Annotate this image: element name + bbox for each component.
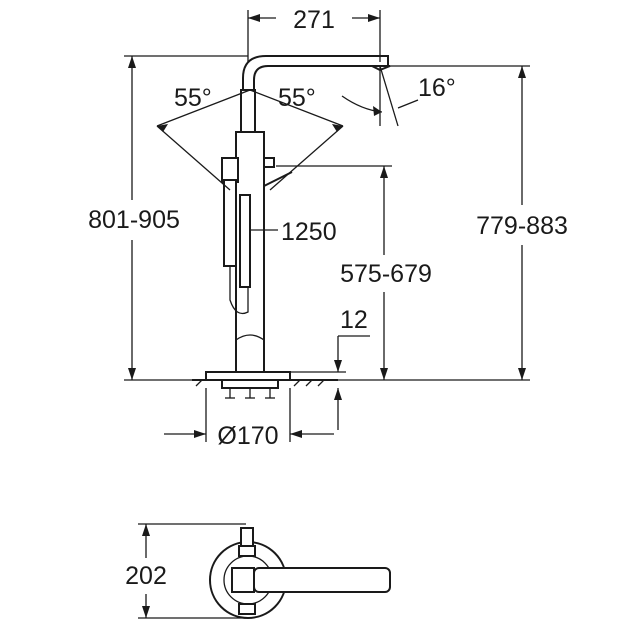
base-diameter-label: Ø170: [217, 422, 278, 450]
swivel-right-label: 55°: [278, 84, 316, 112]
hose-length-label: 1250: [281, 218, 337, 246]
lever-handle: [263, 157, 275, 168]
hand-shower-grip: [239, 194, 251, 288]
spout-outlet: [371, 65, 391, 72]
plan-button: [238, 545, 256, 557]
spout-arm: [242, 55, 389, 92]
plan-spout: [253, 567, 391, 593]
dimension-labels: 271 55° 55° 16° 801-905 779-883 1250 575…: [88, 6, 568, 590]
faucet-plan-view: [138, 523, 391, 619]
reach-label: 271: [293, 6, 335, 34]
base-flange: [221, 379, 279, 389]
shower-hose: [229, 266, 249, 315]
outlet-height-label: 575-679: [340, 260, 432, 288]
upper-column: [240, 89, 256, 136]
hand-shower: [223, 179, 237, 267]
plan-button-2: [238, 603, 256, 615]
plan-lever: [231, 567, 255, 593]
swivel-left-label: 55°: [174, 84, 212, 112]
spout-angle-label: 16°: [418, 74, 456, 102]
column-base: [235, 334, 265, 341]
swivel-lines: [156, 65, 419, 191]
shower-holder: [221, 157, 239, 183]
faucet-elevation: [192, 55, 391, 399]
base-plate: [205, 371, 291, 381]
floor-offset-label: 12: [340, 306, 368, 334]
total-height-label: 801-905: [88, 206, 180, 234]
plan-depth-label: 202: [125, 562, 167, 590]
dimension-lines: [124, 10, 530, 442]
spout-height-label: 779-883: [476, 212, 568, 240]
